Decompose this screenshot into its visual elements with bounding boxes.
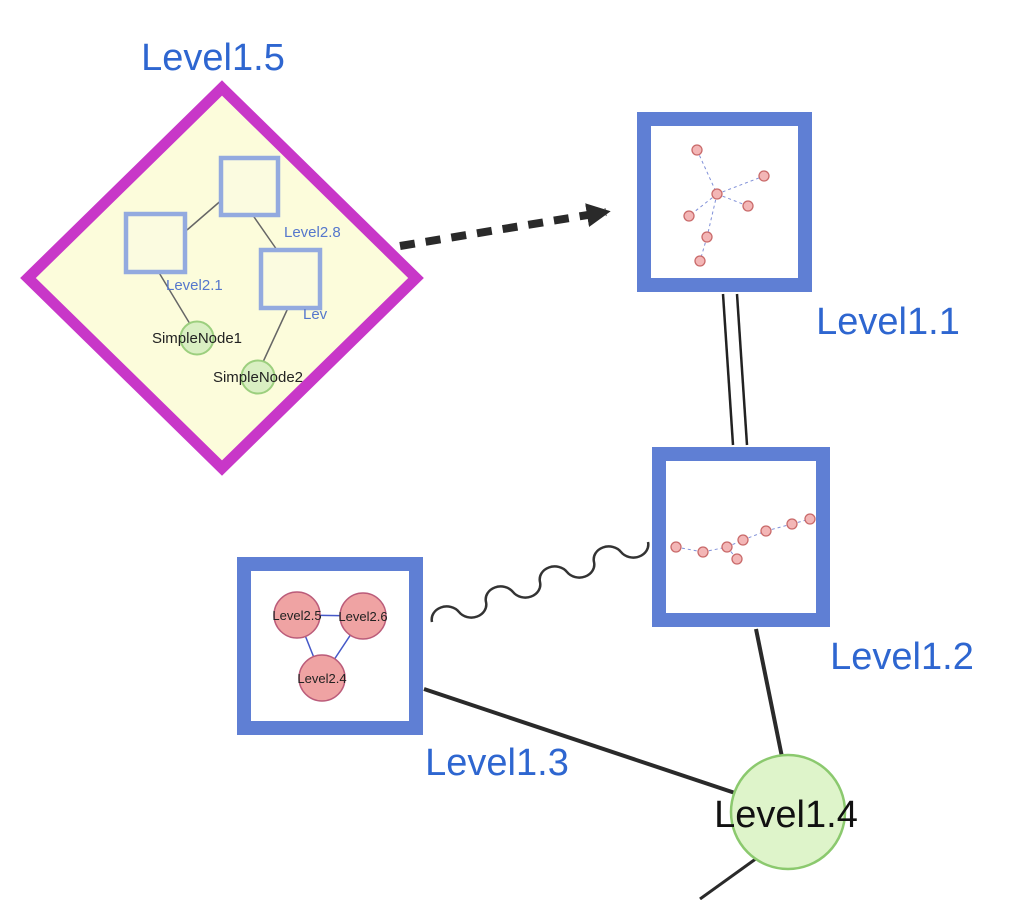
node-level1-3-label: Level1.3 bbox=[425, 742, 569, 784]
node-level1-5-label: Level1.5 bbox=[141, 37, 285, 79]
mini-node[interactable] bbox=[697, 546, 709, 558]
edge-level2-8-to-level2-1[interactable] bbox=[186, 197, 225, 231]
mini-node[interactable] bbox=[758, 170, 770, 182]
edge-level2-1-to-simplenode1[interactable] bbox=[157, 270, 191, 325]
level1-2-inner-graph bbox=[670, 513, 816, 565]
level1-1-inner-graph bbox=[683, 144, 770, 267]
edge-level1-3-to-level1-4[interactable] bbox=[423, 687, 745, 798]
node-level1-2[interactable] bbox=[652, 447, 830, 627]
mini-node[interactable] bbox=[694, 255, 706, 267]
edge-lev-to-simplenode2[interactable] bbox=[262, 307, 289, 363]
node-level1-4-shape[interactable] bbox=[729, 753, 847, 871]
node-level2-1-label: Level2.1 bbox=[166, 277, 223, 294]
node-lev[interactable] bbox=[258, 247, 323, 311]
mini-node[interactable] bbox=[701, 231, 713, 243]
edge-level1-5-to-level1-1[interactable] bbox=[399, 203, 611, 250]
node-level2-4-label: Level2.4 bbox=[297, 671, 346, 686]
node-level2-6[interactable] bbox=[339, 592, 387, 640]
mini-node[interactable] bbox=[786, 518, 798, 530]
node-level1-3[interactable]: Level2.5 Level2.6 Level2.4 bbox=[237, 557, 423, 735]
node-level2-6-label: Level2.6 bbox=[338, 609, 387, 624]
node-level2-5-label: Level2.5 bbox=[272, 608, 321, 623]
node-simplenode2[interactable] bbox=[240, 359, 276, 395]
node-level1-1-frame[interactable] bbox=[637, 112, 812, 292]
mini-node[interactable] bbox=[742, 200, 754, 212]
node-simplenode2-label: SimpleNode2 bbox=[213, 369, 303, 386]
node-simplenode1-label: SimpleNode1 bbox=[152, 330, 242, 347]
node-lev-label: Lev bbox=[303, 306, 328, 323]
mini-node[interactable] bbox=[711, 188, 723, 200]
node-level2-8[interactable] bbox=[218, 155, 281, 218]
edge-level1-1-to-level1-2[interactable] bbox=[721, 293, 749, 446]
edge-level2-8-to-lev[interactable] bbox=[251, 213, 278, 251]
node-level2-1[interactable] bbox=[123, 211, 188, 275]
node-level2-4[interactable] bbox=[298, 654, 346, 702]
edge-level1-2-to-level1-4[interactable] bbox=[754, 628, 784, 758]
mini-node[interactable] bbox=[760, 525, 772, 537]
node-level1-4-label: Level1.4 bbox=[714, 794, 858, 836]
mini-node[interactable] bbox=[737, 534, 749, 546]
mini-node[interactable] bbox=[721, 541, 733, 553]
mini-node[interactable] bbox=[804, 513, 816, 525]
node-level1-1[interactable] bbox=[637, 112, 812, 292]
node-level1-1-label: Level1.1 bbox=[816, 301, 960, 343]
edge-level1-4-to-offscreen[interactable] bbox=[699, 856, 758, 900]
node-level2-5[interactable] bbox=[273, 591, 321, 639]
node-level1-5[interactable]: Level2.8 Level2.1 Lev SimpleNode1 Simple… bbox=[20, 80, 424, 476]
mini-node[interactable] bbox=[670, 541, 682, 553]
node-level1-2-label: Level1.2 bbox=[830, 636, 974, 678]
mini-node[interactable] bbox=[683, 210, 695, 222]
node-level1-3-frame[interactable] bbox=[237, 557, 423, 735]
diamond-shape[interactable] bbox=[20, 80, 424, 476]
node-level1-4[interactable]: Level1.4 bbox=[714, 753, 858, 871]
level1-3-inner-graph: Level2.5 Level2.6 Level2.4 bbox=[272, 591, 388, 702]
node-simplenode1[interactable] bbox=[179, 320, 215, 356]
node-level2-8-label: Level2.8 bbox=[284, 224, 341, 241]
edge-level1-3-to-level1-2[interactable] bbox=[430, 541, 650, 623]
mini-node[interactable] bbox=[731, 553, 743, 565]
mini-node[interactable] bbox=[691, 144, 703, 156]
